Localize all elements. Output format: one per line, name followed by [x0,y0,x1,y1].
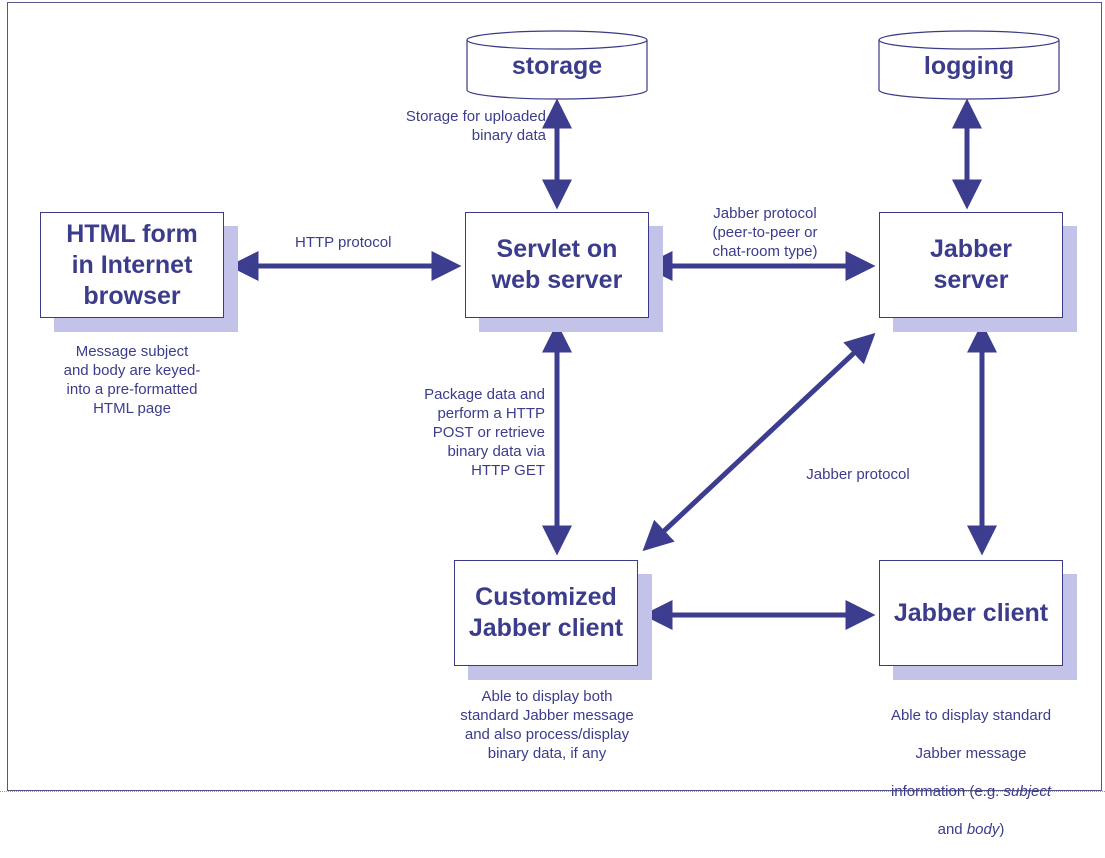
storage-note: Storage for uploaded binary data [405,108,546,144]
connector-layer [228,98,997,630]
servlet-box: Servlet on web server [465,212,649,318]
jabber-client-note: Able to display standard Jabber message … [858,687,1084,858]
logging-label: logging [923,52,1015,80]
jabber-client-note-line2: Jabber message [915,745,1027,762]
diagram-frame [7,2,1102,791]
html-form-box: HTML form in Internet browser [40,212,224,318]
database-cylinder-icon [878,30,1060,100]
package-data-note: Package data and perform a HTTP POST or … [424,386,545,479]
note-text: and [937,821,967,838]
custom-client-note: Able to display both standard Jabber mes… [460,688,634,762]
html-form-note: Message subject and body are keyed- into… [63,343,201,417]
jabber-client-note-line1: Able to display standard [890,707,1052,724]
jabber-client-box: Jabber client [879,560,1063,666]
html-form-label: HTML form in Internet browser [66,219,198,310]
storage-label: storage [511,52,603,80]
jabber-client-note-line4: and body) [858,820,1084,839]
note-text: ) [999,821,1005,838]
jabber-protocol-top-label: Jabber protocol (peer-to-peer or chat-ro… [712,205,818,260]
jabber-protocol-mid-label: Jabber protocol [806,466,910,483]
note-body: body [966,821,1000,838]
http-protocol-label: HTTP protocol [295,234,392,251]
jabber-client-label: Jabber client [893,598,1049,627]
custom-client-box: Customized Jabber client [454,560,638,666]
frame-bottom-rule [0,791,1105,793]
storage-database: storage [466,30,648,100]
note-text: information (e.g. [890,783,1004,800]
logging-database: logging [878,30,1060,100]
diagram-canvas: storage logging HTML form in Internet br… [0,2,1105,838]
note-subject: subject [1003,783,1052,800]
custom-client-label: Customized Jabber client [468,583,624,642]
jabber-server-label: Jabber server [930,235,1012,294]
arrow-jabber-server-custom-client [642,332,876,552]
jabber-server-box: Jabber server [879,212,1063,318]
jabber-client-note-line3: information (e.g. subject [858,782,1084,801]
database-cylinder-icon [466,30,648,100]
servlet-label: Servlet on web server [491,235,623,294]
